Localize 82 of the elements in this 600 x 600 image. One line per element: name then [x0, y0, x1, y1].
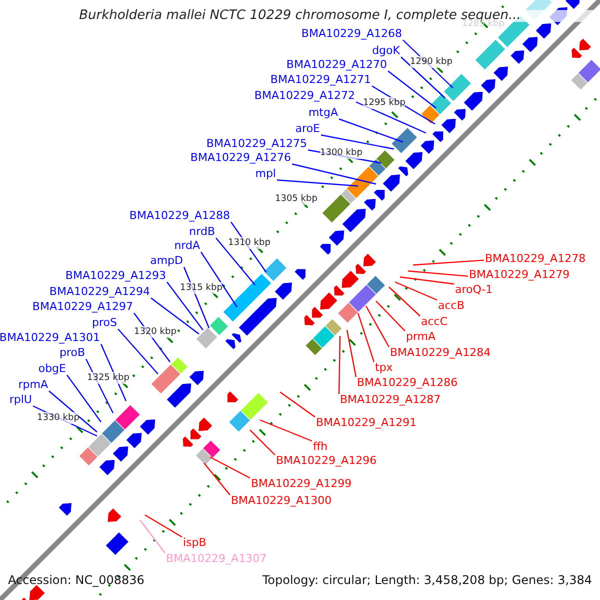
leader-line — [280, 392, 316, 418]
gene-label: BMA10229_A1284 — [390, 347, 491, 359]
gene-label: BMA10229_A1307 — [166, 553, 267, 565]
gene-label: accB — [438, 300, 464, 312]
gene-label: BMA10229_A1286 — [357, 377, 458, 389]
gene-label: BMA10229_A1271 — [270, 74, 371, 86]
gene-label: BMA10229_A1272 — [254, 90, 355, 102]
leader-line — [204, 462, 230, 496]
leader-line — [408, 270, 468, 277]
gene-label: nrdB — [189, 226, 215, 238]
tick-label: 1305 kbp — [275, 193, 318, 205]
leader-line — [376, 300, 406, 332]
leader-line — [260, 419, 312, 442]
gene-label: BMA10229_A1276 — [190, 152, 291, 164]
leader-line — [412, 260, 484, 266]
leader-line — [66, 374, 102, 422]
leader-line — [276, 179, 358, 187]
gene-label: BMA10229_A1299 — [251, 478, 352, 490]
leader-line — [140, 520, 166, 554]
leader-line — [216, 238, 256, 286]
accession-text: Accession: NC_008836 — [8, 574, 144, 586]
gene-label: rpmA — [18, 379, 48, 391]
leader-line — [346, 330, 357, 378]
gene-label: mtgA — [308, 107, 338, 119]
tick-label: 1330 kbp — [37, 412, 80, 424]
gene-label: BMA10229_A1278 — [485, 253, 586, 265]
tick-label: 1310 kbp — [228, 237, 270, 249]
gene-label: BMA10229_A1291 — [316, 417, 417, 429]
leader-line — [338, 118, 404, 143]
leader-line — [357, 312, 375, 362]
gene-label: BMA10229_A1297 — [32, 301, 133, 313]
leader-line — [388, 286, 420, 316]
leader-line — [292, 163, 376, 185]
leader-line — [250, 430, 276, 456]
tick-label: 1315 kbp — [180, 282, 222, 294]
tick-label: 1300 kbp — [320, 147, 362, 159]
gene-label: BMA10229_A1287 — [340, 394, 441, 406]
leader-line — [400, 56, 446, 98]
leader-line — [48, 390, 98, 432]
leader-line — [118, 328, 158, 374]
leader-line — [210, 456, 250, 479]
gene-label: BMA10229_A1296 — [276, 455, 377, 467]
gene-label: dgoK — [372, 45, 400, 57]
leader-line — [400, 276, 454, 285]
leader-line — [320, 134, 394, 150]
leader-line — [166, 282, 204, 330]
gene-label: BMA10229_A1279 — [469, 269, 570, 281]
gene-label: aroQ-1 — [455, 284, 493, 296]
gene-label: nrdA — [174, 240, 200, 252]
gene-label: BMA10229_A1301 — [0, 332, 100, 344]
gene-label: ampD — [150, 255, 183, 267]
gene-label: prmA — [406, 331, 436, 343]
gene-label: mpl — [255, 168, 276, 180]
leader-line — [388, 70, 436, 108]
gene-label: BMA10229_A1294 — [49, 286, 150, 298]
tick-label: 1295 kbp — [363, 97, 406, 109]
gene-label: accC — [421, 316, 448, 328]
gene-label: aroE — [295, 123, 320, 135]
gene-label: BMA10229_A1300 — [231, 495, 332, 507]
gene-label: BMA10229_A1268 — [301, 28, 402, 40]
gene-label: ffh — [313, 441, 328, 453]
tick-label: 1290 kbp — [410, 56, 452, 68]
gene-label: proS — [92, 317, 117, 329]
leader-line — [365, 306, 390, 348]
leader-line — [144, 514, 182, 538]
gene-label: BMA10229_A1275 — [206, 138, 307, 150]
gene-label: rplU — [9, 394, 32, 406]
gene-label: proB — [59, 347, 85, 359]
gene-label: BMA10229_A1293 — [65, 270, 166, 282]
gene-label: tpx — [375, 362, 393, 374]
leader-line — [394, 281, 438, 301]
leader-line — [338, 336, 341, 394]
leader-line — [150, 298, 200, 334]
summary-text: Topology: circular; Length: 3,458,208 bp; Genes: 3,384 — [262, 574, 592, 586]
gene-label: BMA10229_A1288 — [129, 210, 230, 222]
leader-line — [200, 252, 238, 308]
tick-label: 1325 kbp — [87, 372, 130, 384]
tick-label: 1320 kbp — [134, 326, 176, 338]
leader-line — [356, 101, 426, 134]
gene-label: ispB — [183, 537, 206, 549]
gene-label: BMA10229_A1270 — [286, 59, 387, 71]
gene-label: obgE — [38, 363, 66, 375]
